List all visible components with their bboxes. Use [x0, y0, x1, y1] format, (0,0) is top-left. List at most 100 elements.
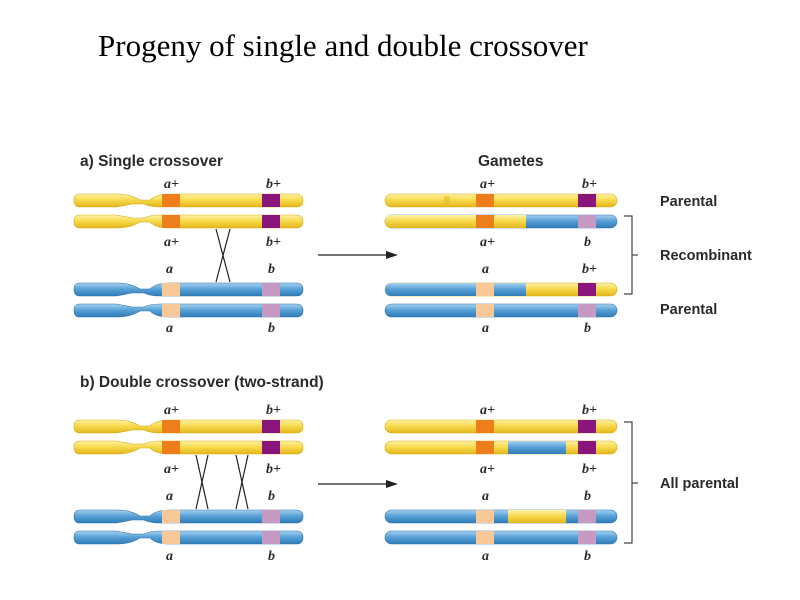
allele-label: b+	[266, 235, 281, 250]
yellow-chromatid-top	[73, 193, 304, 208]
parental-label: Parental	[660, 194, 717, 210]
slide-title: Progeny of single and double crossover	[98, 28, 588, 63]
blue-chromosome-b	[73, 509, 304, 545]
allele-label: a	[166, 262, 173, 277]
allele-label: b	[268, 262, 275, 277]
allele-label: a	[166, 321, 173, 336]
gamete-chromatid	[384, 303, 618, 318]
panel-b: b) Double crossover (two-strand) a+	[73, 374, 739, 564]
allele-label: b+	[266, 403, 281, 418]
panel-b-title: b) Double crossover (two-strand)	[80, 374, 324, 391]
recombinant-bracket	[624, 215, 633, 295]
crossover-lines-b	[195, 454, 249, 510]
a-plus-locus	[476, 441, 494, 454]
a-plus-locus	[162, 215, 180, 228]
arrow-a	[318, 251, 398, 259]
allele-label: a+	[164, 403, 179, 418]
b-minus-locus	[262, 304, 280, 317]
b-plus-locus	[262, 194, 280, 207]
b-plus-locus	[578, 420, 596, 433]
exchanged-segment	[508, 510, 566, 523]
allele-label: b+	[266, 177, 281, 192]
allele-label: b	[268, 549, 275, 564]
allele-label: b+	[582, 262, 597, 277]
b-plus-locus	[262, 215, 280, 228]
a-minus-locus	[162, 531, 180, 544]
a-plus-locus	[162, 420, 180, 433]
blue-chromatid-top	[73, 509, 304, 524]
blue-chromosome-a	[73, 282, 304, 318]
gametes-label: Gametes	[478, 153, 543, 170]
b-minus-locus	[262, 510, 280, 523]
allele-label: a	[482, 262, 489, 277]
allele-label: b+	[582, 403, 597, 418]
allele-label: a+	[480, 462, 495, 477]
allele-label: a+	[480, 235, 495, 250]
a-plus-locus	[162, 441, 180, 454]
allele-label: a	[166, 549, 173, 564]
yellow-chromatid-top	[73, 419, 304, 434]
crossover-lines-a	[215, 228, 231, 283]
arrow-b	[318, 480, 398, 488]
b-minus-locus	[578, 304, 596, 317]
allele-label: b	[584, 549, 591, 564]
allele-label: a	[482, 489, 489, 504]
exchanged-segment	[508, 441, 566, 454]
allele-label: a+	[480, 403, 495, 418]
yellow-chromosome-a	[73, 193, 304, 229]
allele-label: b+	[266, 462, 281, 477]
blue-chromatid-top	[73, 282, 304, 297]
panel-a-title: a) Single crossover	[80, 153, 223, 170]
b-minus-locus	[262, 531, 280, 544]
all-parental-bracket	[624, 421, 633, 544]
a-plus-locus	[476, 420, 494, 433]
allele-label: b	[268, 321, 275, 336]
a-plus-locus	[476, 194, 494, 207]
b-minus-locus	[578, 531, 596, 544]
all-parental-label: All parental	[660, 476, 739, 492]
b-plus-locus	[262, 420, 280, 433]
allele-label: a+	[164, 462, 179, 477]
b-minus-locus	[262, 283, 280, 296]
allele-label: a	[482, 321, 489, 336]
recombinant-label: Recombinant	[660, 248, 752, 264]
yellow-chromosome-b	[73, 419, 304, 455]
allele-label: a+	[164, 235, 179, 250]
blue-chromatid-bottom	[73, 303, 304, 318]
gamete-chromatid	[384, 530, 618, 545]
allele-label: b	[584, 489, 591, 504]
b-plus-locus	[578, 283, 596, 296]
a-plus-locus	[162, 194, 180, 207]
gamete-chromatid	[384, 419, 618, 434]
gametes-a: a+ b+ a+ b a b+ a b	[384, 177, 618, 336]
blue-chromatid-bottom	[73, 530, 304, 545]
allele-label: b+	[582, 462, 597, 477]
b-minus-locus	[578, 215, 596, 228]
a-minus-locus	[162, 283, 180, 296]
gamete-chromatid	[384, 193, 618, 208]
allele-label: a	[482, 549, 489, 564]
allele-label: b	[584, 235, 591, 250]
yellow-chromatid-bottom	[73, 214, 304, 229]
a-minus-locus	[162, 510, 180, 523]
b-plus-locus	[262, 441, 280, 454]
a-plus-locus	[476, 215, 494, 228]
allele-label: b+	[582, 177, 597, 192]
a-minus-locus	[476, 531, 494, 544]
a-minus-locus	[162, 304, 180, 317]
allele-label: b	[268, 489, 275, 504]
b-minus-locus	[578, 510, 596, 523]
allele-label: a+	[480, 177, 495, 192]
a-minus-locus	[476, 304, 494, 317]
allele-label: a+	[164, 177, 179, 192]
parental-label: Parental	[660, 302, 717, 318]
gametes-b: a+ b+ a+ b+ a b a b	[384, 403, 618, 564]
allele-label: b	[584, 321, 591, 336]
allele-label: a	[166, 489, 173, 504]
yellow-chromatid-bottom	[73, 440, 304, 455]
b-plus-locus	[578, 441, 596, 454]
panel-a: a) Single crossover Gametes a+	[73, 153, 752, 336]
a-minus-locus	[476, 283, 494, 296]
b-plus-locus	[578, 194, 596, 207]
